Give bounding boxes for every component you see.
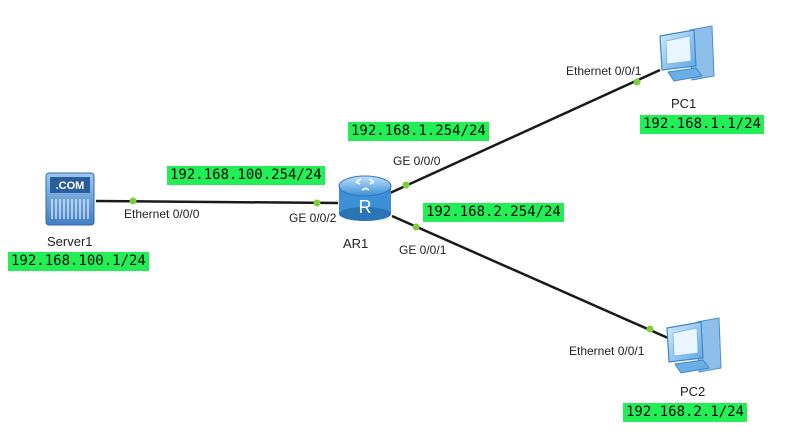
router-icon-text: R [359,197,372,217]
pc1-ip: 192.168.1.1/24 [640,115,765,134]
ar1-ge002-ip: 192.168.100.254/24 [167,166,325,185]
server-icon-text: .COM [56,180,85,192]
port-dot-server1-eth [129,197,137,205]
pc2-node[interactable] [663,316,727,380]
ar1-node[interactable]: R [336,172,394,222]
pc-icon [659,25,715,82]
ar1-ge001-port-label: GE 0/0/1 [399,243,447,257]
server1-node[interactable]: .COM [42,171,98,229]
port-dot-ar1-ge000 [402,181,410,189]
pc1-node[interactable] [656,24,720,88]
port-dot-ar1-ge001 [412,223,420,231]
server1-ip: 192.168.100.1/24 [8,252,149,271]
server1-name: Server1 [47,234,93,249]
link-ar1-pc1[interactable] [389,68,661,195]
ar1-ge001-ip: 192.168.2.254/24 [423,203,564,222]
pc2-ip: 192.168.2.1/24 [623,403,748,422]
link-ar1-pc2[interactable] [391,214,669,340]
port-dot-ar1-ge002 [313,199,321,207]
ar1-ge000-port-label: GE 0/0/0 [393,154,441,168]
pc-icon [666,317,722,374]
router-icon: R [338,175,392,221]
port-dot-pc2-eth [646,325,654,333]
pc1-name: PC1 [671,96,697,111]
ar1-name: AR1 [343,236,369,251]
pc2-name: PC2 [680,384,706,399]
server1-port-label: Ethernet 0/0/0 [124,207,200,221]
port-dot-pc1-eth [633,78,641,86]
ar1-ge002-port-label: GE 0/0/2 [289,211,337,225]
pc1-port-label: Ethernet 0/0/1 [566,64,642,78]
pc2-port-label: Ethernet 0/0/1 [569,344,645,358]
ar1-ge000-ip: 192.168.1.254/24 [348,122,489,141]
server-icon: .COM [45,172,95,226]
